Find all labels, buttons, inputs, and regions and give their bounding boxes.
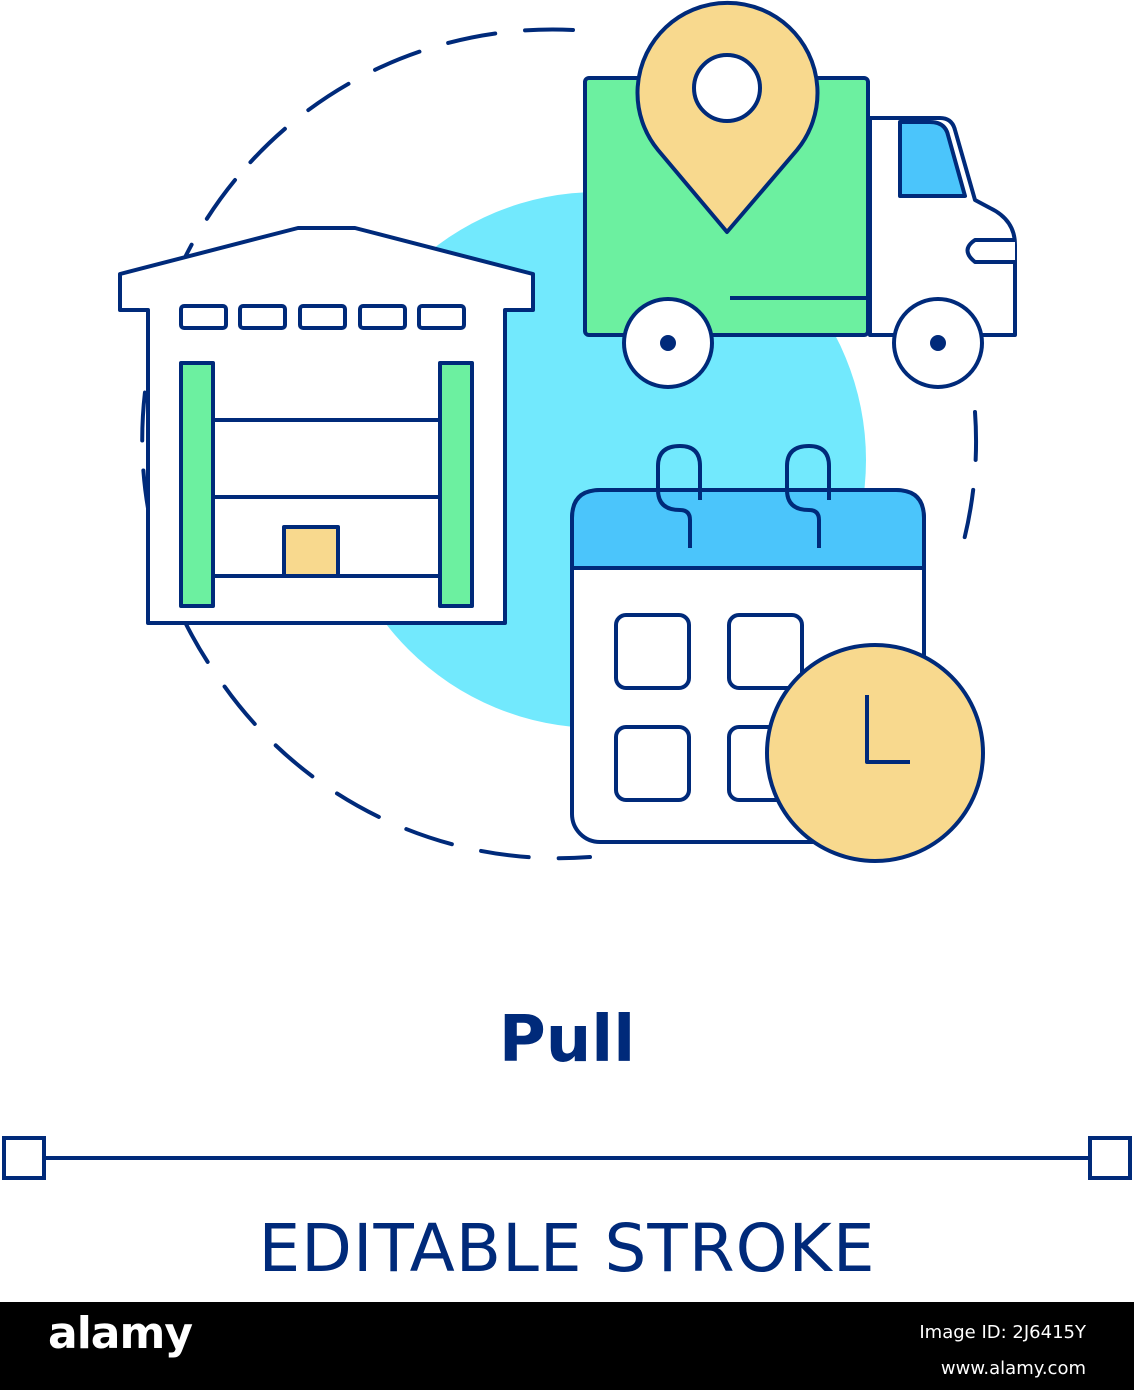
location-pin-icon xyxy=(635,0,820,234)
clock-icon xyxy=(765,643,985,863)
editable-stroke-indicator xyxy=(2,1136,1132,1180)
image-id: Image ID: 2J6415Y xyxy=(919,1322,1086,1343)
warehouse-icon xyxy=(118,226,535,625)
dashed-ring-right xyxy=(958,410,979,557)
editable-stroke-caption: EDITABLE STROKE xyxy=(258,1210,876,1287)
concept-label: Pull xyxy=(498,1003,636,1077)
brand-logo: alamy xyxy=(48,1308,193,1359)
watermark-footer xyxy=(0,1302,1134,1390)
left-handle xyxy=(2,1136,46,1180)
concept-illustration xyxy=(2,0,1132,1180)
right-handle xyxy=(1088,1136,1132,1180)
image-url: www.alamy.com xyxy=(940,1358,1086,1379)
